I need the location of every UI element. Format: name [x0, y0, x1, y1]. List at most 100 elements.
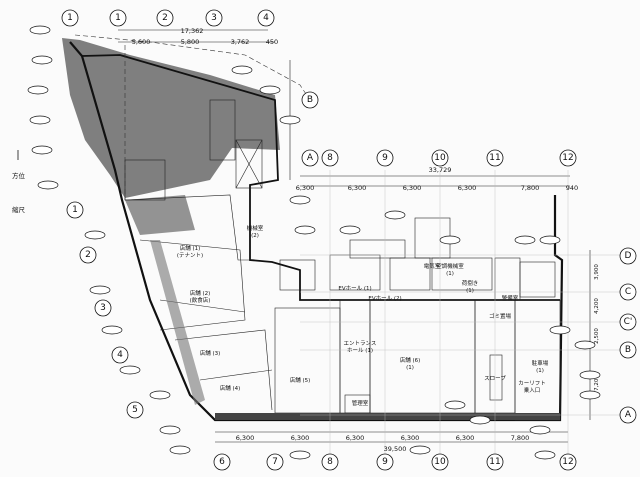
hatched-strip-left: [150, 240, 205, 405]
finish-tag: [579, 390, 601, 400]
finish-tag: [289, 195, 311, 205]
finish-tag: [339, 225, 361, 235]
svg-text:3: 3: [100, 303, 106, 313]
room-r2-1: (飲食店): [190, 296, 211, 304]
grid-bubble-top-3: 3: [205, 9, 223, 27]
finish-tag: [574, 340, 596, 350]
svg-text:C: C: [625, 287, 631, 297]
finish-tags: [27, 25, 601, 460]
svg-text:11: 11: [489, 457, 500, 467]
room-loading: 荷捌き: [462, 279, 479, 287]
svg-text:D: D: [625, 251, 632, 261]
room-mgmt: 管理室: [352, 399, 369, 407]
grid-bubble-col-9: 9: [376, 149, 394, 167]
grid-lines: [300, 170, 625, 455]
dim-upper-3: 6,300: [458, 184, 477, 192]
dim-top-0: 5,600: [132, 38, 151, 46]
dim-upper-0: 6,300: [296, 184, 315, 192]
hatched-strip-bottom: [215, 413, 560, 420]
finish-tag: [384, 210, 406, 220]
finish-tag: [27, 85, 49, 95]
finish-tag: [279, 115, 301, 125]
grid-bubble-top-2: 2: [156, 9, 174, 27]
finish-tag: [29, 25, 51, 35]
grid-bubble-bottom-12: 12: [559, 453, 577, 471]
finish-tag: [514, 235, 536, 245]
room-trash: ゴミ置場: [489, 312, 512, 320]
dim-top-total: 17,362: [181, 27, 204, 35]
finish-tag: [119, 365, 141, 375]
svg-text:8: 8: [327, 153, 333, 163]
grid-bubble-top-corner-1: 1: [61, 9, 79, 27]
grid-bubble-row-B: B: [619, 341, 637, 359]
dim-upper-1: 6,300: [348, 184, 367, 192]
finish-tag: [31, 145, 53, 155]
svg-text:B: B: [625, 345, 631, 355]
dim-bottom-5: 7,800: [511, 434, 530, 442]
svg-text:A: A: [625, 410, 632, 420]
finish-tag: [89, 285, 111, 295]
dim-bottom-0: 6,300: [236, 434, 255, 442]
dim-bottom-3: 6,300: [401, 434, 420, 442]
svg-text:10: 10: [434, 153, 446, 163]
grid-bubble-bottom-9: 9: [376, 453, 394, 471]
grid-bubble-col-A: A: [301, 149, 319, 167]
grid-bubble-bottom-8: 8: [321, 453, 339, 471]
svg-text:12: 12: [562, 153, 573, 163]
finish-tag: [294, 225, 316, 235]
finish-tag: [444, 400, 466, 410]
room-r5: 店舗 (5): [290, 376, 311, 384]
room-r6-1: (1): [406, 365, 414, 371]
dim-bottom-4: 6,300: [456, 434, 475, 442]
room-ev_hall2: EVホール (2): [368, 295, 401, 302]
room-cargo: カーリフト: [518, 380, 546, 387]
finish-tag: [439, 235, 461, 245]
dim-top-1: 5,800: [181, 38, 200, 46]
room-r1-1: (テナント): [177, 252, 203, 259]
dim-bottom-2: 6,300: [346, 434, 365, 442]
dim-top-2: 3,762: [231, 38, 250, 46]
room-r3: 店舗 (3): [200, 349, 221, 357]
room-ramp: スロープ: [484, 375, 506, 382]
dim-top-3: 450: [266, 38, 278, 46]
finish-tag: [84, 230, 106, 240]
grid-bubble-row-D: D: [619, 247, 637, 265]
grid-bubble-diag-B: B: [301, 91, 319, 109]
grid-bubble-col-12: 12: [559, 149, 577, 167]
north-indicator: 方位 縮尺: [12, 150, 26, 214]
svg-text:1: 1: [67, 13, 73, 23]
scale-label: 縮尺: [12, 205, 26, 214]
svg-text:4: 4: [263, 13, 269, 23]
finish-tag: [534, 450, 556, 460]
dim-side-0: 3,900: [594, 264, 600, 280]
hatched-area-mid: [125, 195, 195, 235]
svg-text:12: 12: [562, 457, 573, 467]
finish-tag: [101, 325, 123, 335]
svg-text:1: 1: [115, 13, 121, 23]
svg-text:2: 2: [85, 250, 91, 260]
room-shaft: 空調機械室: [436, 262, 464, 270]
grid-bubble-bottom-7: 7: [266, 453, 284, 471]
room-cargo-1: 乗入口: [524, 387, 541, 394]
finish-tag: [469, 415, 491, 425]
svg-text:5: 5: [132, 405, 138, 415]
svg-text:10: 10: [434, 457, 446, 467]
grid-bubble-bottom-6: 6: [213, 453, 231, 471]
finish-tag: [149, 390, 171, 400]
finish-tag: [259, 85, 281, 95]
grid-bubble-row-C: C: [619, 283, 637, 301]
room-entrance: エントランス: [344, 340, 377, 347]
svg-text:1: 1: [72, 205, 78, 215]
finish-tag: [37, 180, 59, 190]
finish-tag: [289, 450, 311, 460]
room-loading-1: (1): [466, 288, 474, 294]
finish-tag: [549, 325, 571, 335]
grid-bubble-top-4: 4: [257, 9, 275, 27]
finish-tag: [31, 55, 53, 65]
room-r6: 店舗 (6): [400, 356, 421, 364]
grid-bubble-left-4: 4: [111, 346, 129, 364]
dim-side-1: 4,200: [594, 298, 600, 314]
finish-tag: [169, 445, 191, 455]
dim-upper-5: 940: [566, 184, 578, 192]
